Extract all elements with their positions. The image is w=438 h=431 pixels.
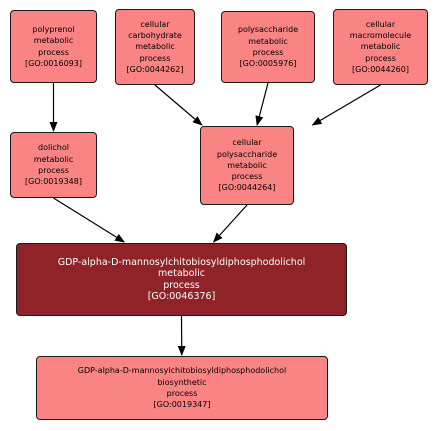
node-label-line: metabolic (135, 42, 175, 52)
node-label-line: process (166, 389, 198, 398)
edge-dolichol-to-gdp_metabolic (53, 197, 126, 243)
node-cellular-carbohydrate-metabolic-process[interactable]: cellular carbohydrate metabolic process … (115, 9, 195, 85)
node-cellular-macromolecule-metabolic-process[interactable]: cellular macromolecule metabolic process… (333, 9, 428, 85)
node-label-line: polysaccharide (216, 149, 278, 159)
node-label-line: process (365, 53, 396, 63)
node-label-line: metabolic (158, 268, 205, 280)
edge-cellular_macromolecule-to-cellular_polysaccharide (311, 84, 381, 126)
node-label-line: GDP-alpha-D-mannosylchitobiosyldiphospho… (77, 366, 287, 376)
node-gdp-mannosylchitobiosyldiphosphodolichol-metabolic-process[interactable]: GDP-alpha-D-mannosylchitobiosyldiphospho… (16, 243, 347, 316)
node-label-line: process (252, 48, 284, 57)
node-label-line: process (231, 172, 263, 182)
node-label-line: metabolic (248, 36, 288, 46)
edge-cellular_polysaccharide-to-gdp_metabolic (212, 204, 248, 243)
node-label-line: GDP-alpha-D-mannosylchitobiosyldiphospho… (57, 257, 306, 269)
node-go-id: [GO:0046376] (147, 290, 216, 302)
edge-polysaccharide-to-cellular_polysaccharide (255, 82, 269, 126)
node-go-id: [GO:0044262] (126, 64, 184, 74)
node-label-line: polysaccharide (237, 25, 299, 35)
node-go-id: [GO:0044264] (218, 183, 276, 193)
node-label-line: process (38, 47, 69, 57)
node-label-line: cellular (140, 19, 170, 29)
node-dolichol-metabolic-process[interactable]: dolichol metabolic process [GO:0019348] (10, 132, 97, 198)
node-gdp-mannosylchitobiosyldiphosphodolichol-biosynthetic-process[interactable]: GDP-alpha-D-mannosylchitobiosyldiphospho… (36, 356, 328, 420)
node-label-line: process (139, 53, 171, 63)
node-go-id: [GO:0044260] (352, 64, 409, 74)
node-label-line: biosynthetic (157, 377, 207, 387)
node-polysaccharide-metabolic-process[interactable]: polysaccharide metabolic process [GO:000… (221, 11, 315, 83)
node-label-line: macromolecule (349, 31, 412, 41)
node-label-line: cellular (365, 19, 396, 29)
node-polyprenol-metabolic-process[interactable]: polyprenol metabolic process [GO:0016093… (10, 10, 97, 83)
node-label-line: cellular (232, 138, 262, 148)
node-go-id: [GO:0005976] (239, 59, 297, 69)
node-go-id: [GO:0019347] (153, 400, 211, 410)
node-label-line: carbohydrate (128, 31, 182, 41)
node-label-line: process (38, 166, 69, 175)
node-go-id: [GO:0016093] (25, 58, 82, 68)
node-cellular-polysaccharide-metabolic-process[interactable]: cellular polysaccharide metabolic proces… (200, 126, 294, 205)
node-go-id: [GO:0019348] (25, 177, 82, 187)
node-label-line: metabolic (33, 154, 74, 164)
node-label-line: metabolic (360, 42, 401, 52)
node-label-line: process (163, 279, 200, 291)
node-label-line: dolichol (37, 143, 69, 153)
node-label-line: polyprenol (32, 24, 75, 34)
node-label-line: metabolic (33, 36, 74, 46)
edge-cellular_carbohydrate-to-cellular_polysaccharide (154, 84, 203, 126)
node-label-line: metabolic (227, 160, 267, 170)
